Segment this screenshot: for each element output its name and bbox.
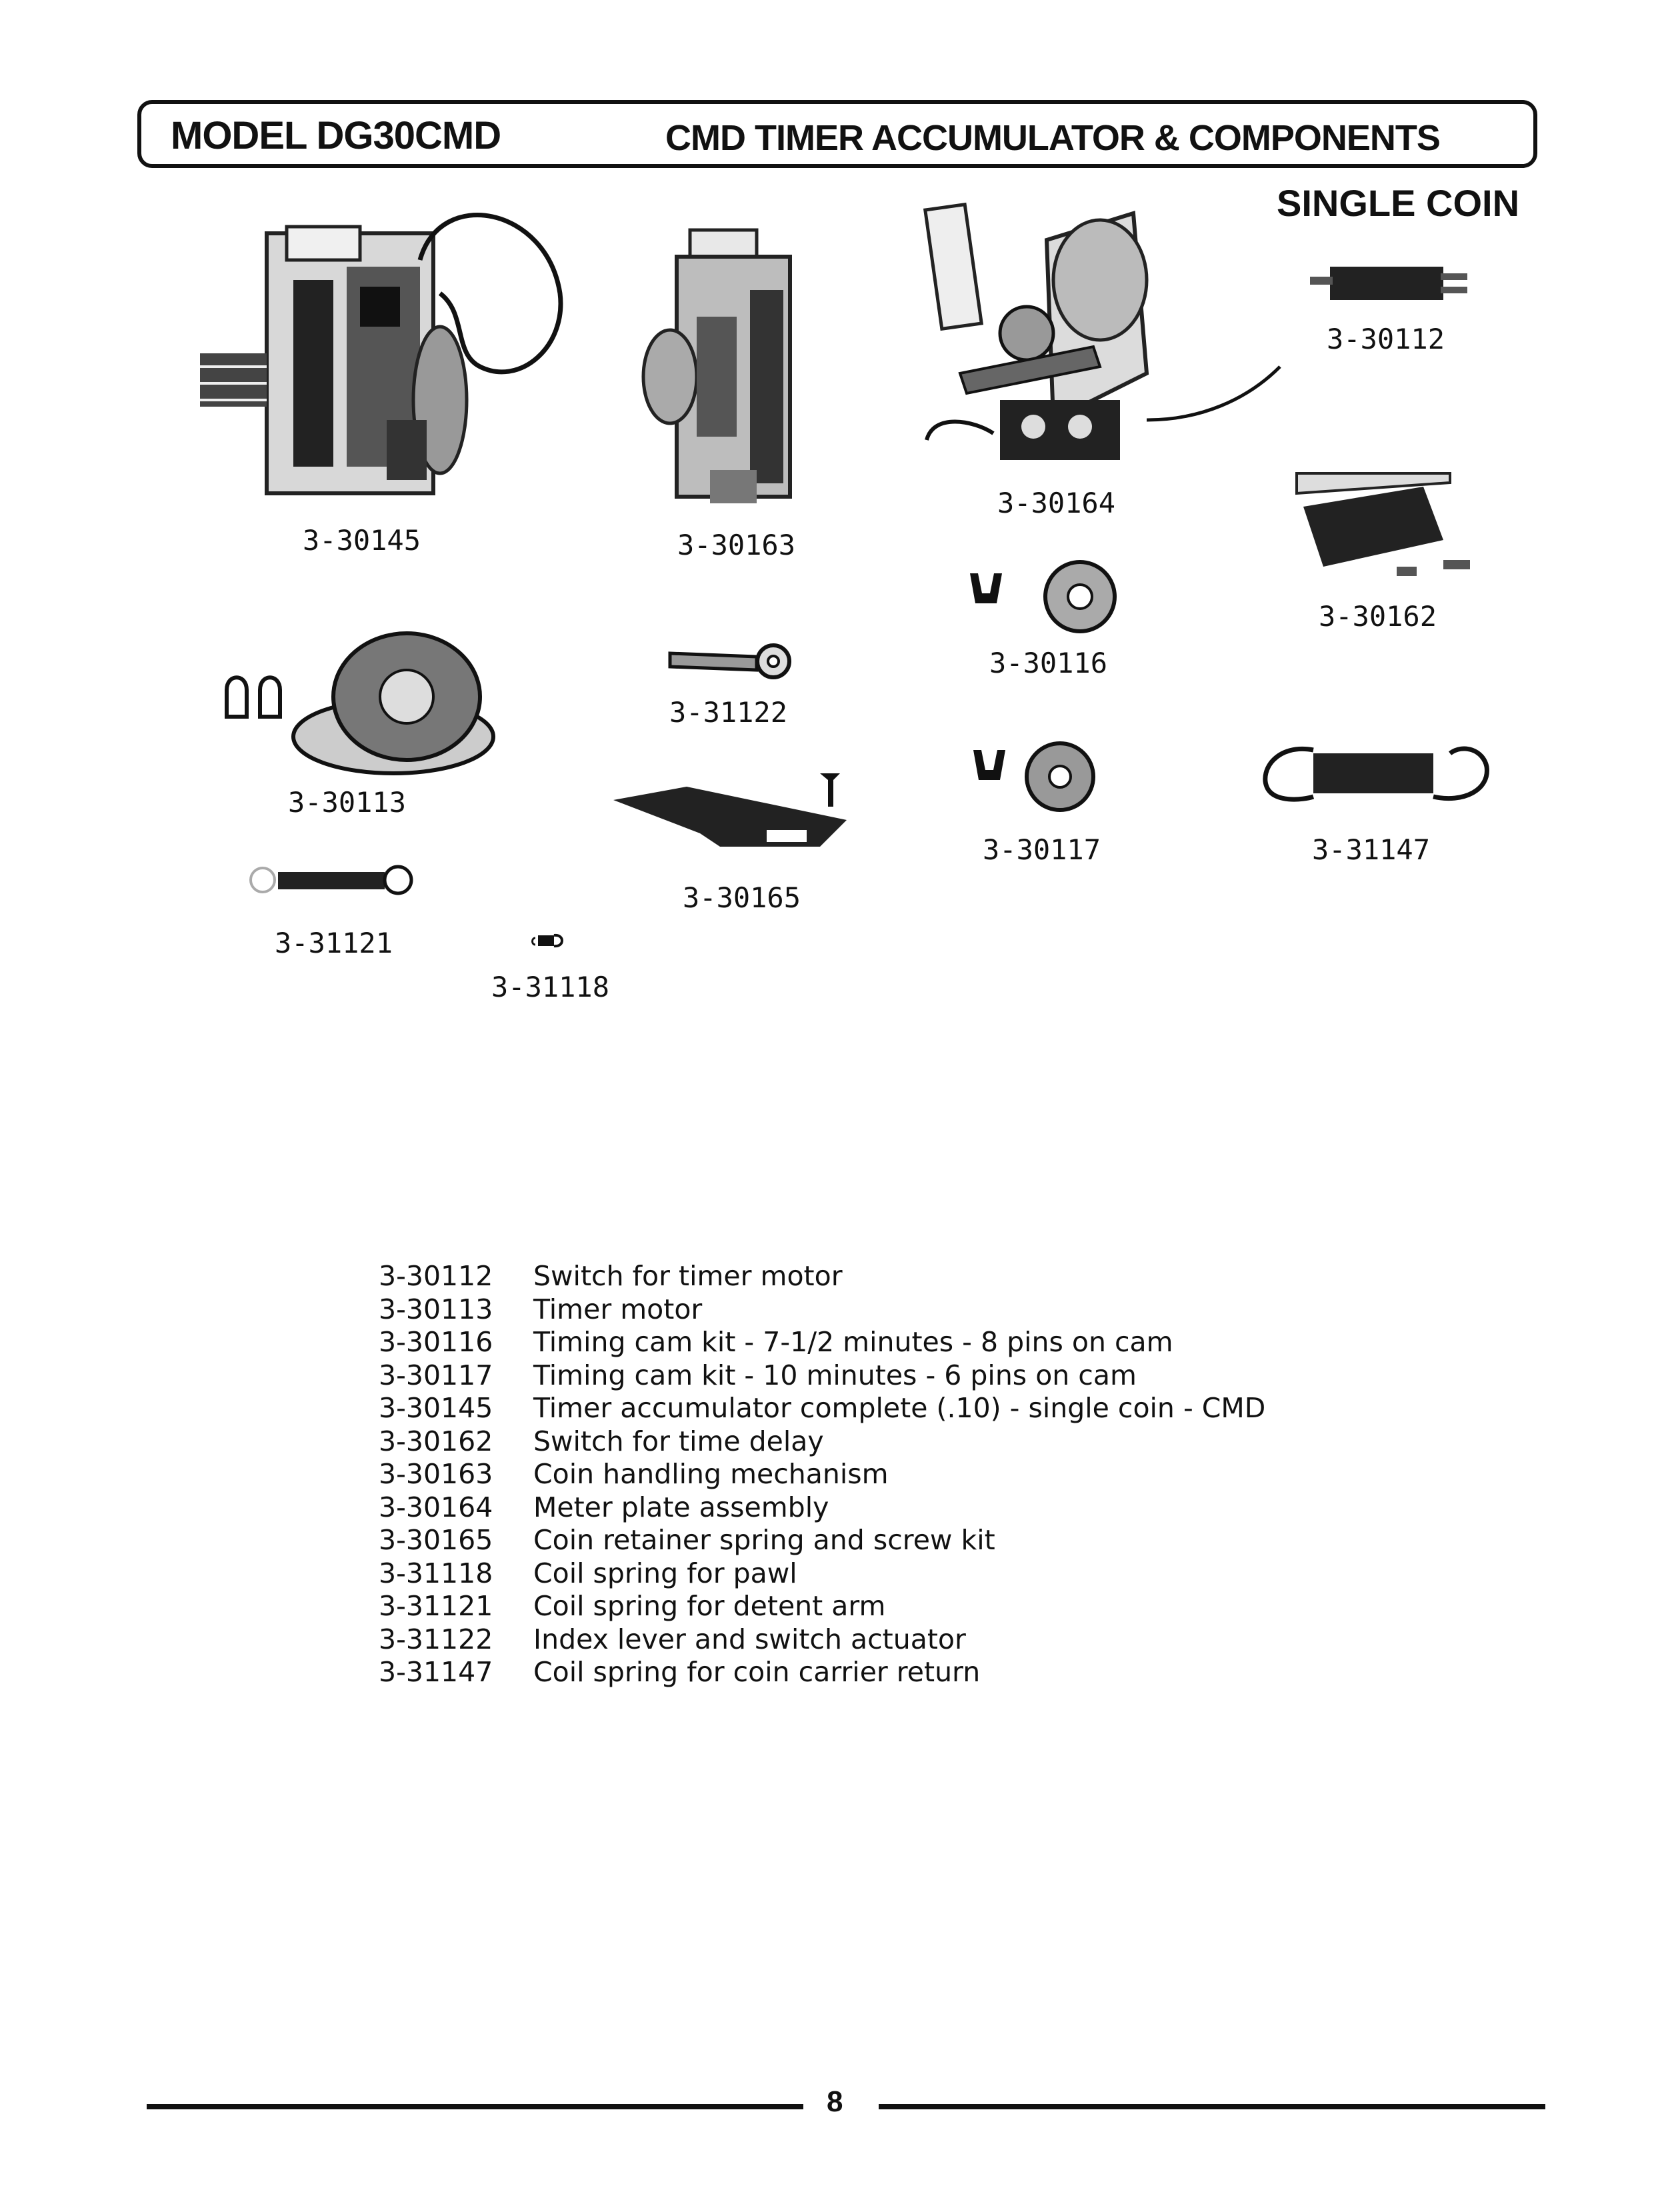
- subsection-title: SINGLE COIN: [1277, 182, 1520, 224]
- timing-cam-kit-8-pin-image: [970, 560, 1117, 633]
- parts-list-row: 3-30112 Switch for timer motor: [379, 1260, 1265, 1293]
- timer-accumulator-image: [200, 213, 563, 495]
- part-number: 3-31147: [379, 1656, 493, 1688]
- part-description: Timer motor: [533, 1293, 703, 1325]
- index-lever-image: [668, 643, 791, 679]
- part-number: 3-30165: [379, 1524, 493, 1556]
- coin-handling-mechanism-image: [641, 228, 792, 503]
- part-label-30145: 3-30145: [303, 524, 421, 557]
- part-number: 3-30113: [379, 1293, 493, 1325]
- parts-list-row: 3-30145 Timer accumulator complete (.10) …: [379, 1392, 1265, 1425]
- part-description: Index lever and switch actuator: [533, 1623, 966, 1655]
- model-title: MODEL DG30CMD: [171, 114, 501, 157]
- part-label-30113: 3-30113: [288, 786, 407, 819]
- detent-arm-spring-image: [249, 865, 413, 895]
- meter-plate-assembly-image: [923, 202, 1281, 460]
- coin-carrier-return-spring-image: [1263, 746, 1489, 802]
- part-label-31118: 3-31118: [491, 971, 610, 1003]
- parts-list-row: 3-31118 Coil spring for pawl: [379, 1557, 1265, 1591]
- parts-list-row: 3-31121 Coil spring for detent arm: [379, 1590, 1265, 1623]
- part-description: Coil spring for pawl: [533, 1557, 797, 1589]
- part-label-30116: 3-30116: [989, 647, 1108, 679]
- part-label-30164: 3-30164: [997, 487, 1116, 519]
- section-title: CMD TIMER ACCUMULATOR & COMPONENTS: [665, 118, 1441, 158]
- footer-rule-left: [147, 2104, 803, 2109]
- part-label-31122: 3-31122: [669, 696, 788, 729]
- parts-list-row: 3-31122 Index lever and switch actuator: [379, 1623, 1265, 1657]
- part-description: Coin retainer spring and screw kit: [533, 1524, 995, 1556]
- part-number: 3-30164: [379, 1491, 493, 1523]
- timing-cam-kit-6-pin-image: [973, 741, 1095, 812]
- part-label-30163: 3-30163: [677, 529, 796, 561]
- part-number: 3-30162: [379, 1425, 493, 1457]
- time-delay-switch-image: [1295, 472, 1470, 576]
- part-number: 3-30117: [379, 1359, 493, 1391]
- parts-list-row: 3-30116 Timing cam kit - 7-1/2 minutes - …: [379, 1326, 1265, 1359]
- timer-motor-switch-image: [1310, 267, 1467, 300]
- pawl-spring-image: [531, 933, 563, 948]
- part-number: 3-30112: [379, 1260, 493, 1292]
- parts-list-row: 3-30113 Timer motor: [379, 1293, 1265, 1327]
- header-box: MODEL DG30CMD CMD TIMER ACCUMULATOR & CO…: [137, 100, 1537, 168]
- parts-list-row: 3-30117 Timing cam kit - 10 minutes - 6 p…: [379, 1359, 1265, 1393]
- parts-list-row: 3-31147 Coil spring for coin carrier retu…: [379, 1656, 1265, 1689]
- part-number: 3-30163: [379, 1458, 493, 1490]
- part-description: Switch for timer motor: [533, 1260, 843, 1292]
- part-label-31147: 3-31147: [1312, 833, 1431, 866]
- page-number: 8: [827, 2085, 843, 2118]
- coin-retainer-spring-screw-image: [613, 773, 847, 847]
- timer-motor-image: [225, 631, 495, 775]
- parts-list-row: 3-30164 Meter plate assembly: [379, 1491, 1265, 1525]
- part-description: Switch for time delay: [533, 1425, 824, 1457]
- part-label-30162: 3-30162: [1319, 600, 1437, 633]
- part-label-30112: 3-30112: [1327, 323, 1445, 355]
- part-label-30117: 3-30117: [983, 833, 1101, 866]
- part-description: Timing cam kit - 10 minutes - 6 pins on …: [533, 1359, 1137, 1391]
- part-description: Coil spring for coin carrier return: [533, 1656, 981, 1688]
- part-description: Timing cam kit - 7-1/2 minutes - 8 pins …: [533, 1326, 1173, 1358]
- part-number: 3-30145: [379, 1392, 493, 1424]
- part-description: Coin handling mechanism: [533, 1458, 889, 1490]
- parts-list-row: 3-30165 Coin retainer spring and screw ki…: [379, 1524, 1265, 1557]
- part-number: 3-30116: [379, 1326, 493, 1358]
- part-description: Timer accumulator complete (.10) - singl…: [533, 1392, 1266, 1424]
- footer-rule-right: [879, 2104, 1545, 2109]
- part-number: 3-31118: [379, 1557, 493, 1589]
- part-description: Meter plate assembly: [533, 1491, 829, 1523]
- part-label-31121: 3-31121: [275, 927, 393, 959]
- part-number: 3-31122: [379, 1623, 493, 1655]
- parts-list-row: 3-30163 Coin handling mechanism: [379, 1458, 1265, 1491]
- part-description: Coil spring for detent arm: [533, 1590, 886, 1622]
- part-number: 3-31121: [379, 1590, 493, 1622]
- part-label-30165: 3-30165: [683, 881, 801, 914]
- parts-list-row: 3-30162 Switch for time delay: [379, 1425, 1265, 1459]
